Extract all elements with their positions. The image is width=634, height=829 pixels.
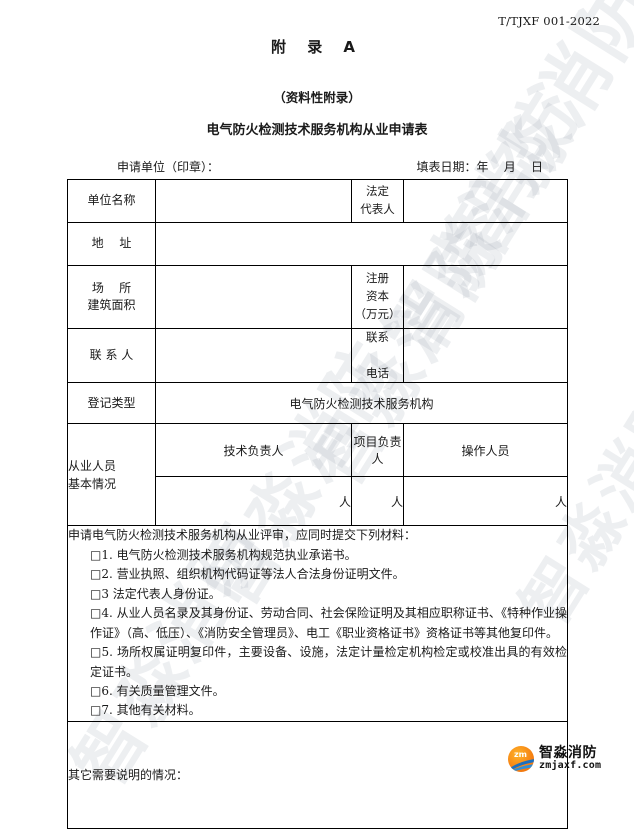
applicant-seal-label: 申请单位（印章）： — [117, 160, 220, 174]
list-item-label: 2. 营业执照、组织机构代码证等法人合法身份证明文件。 — [101, 567, 405, 582]
field-other-notes[interactable]: 其它需要说明的情况： — [67, 720, 568, 829]
staff-column-operators: 操作人员 — [403, 423, 568, 478]
phone-line2: 电话 — [366, 365, 389, 380]
field-contact-person[interactable] — [155, 327, 352, 384]
logo-text-block: 智淼消防 zmjaxf.com — [539, 746, 601, 771]
fill-date-placeholder: 年 月 日 — [476, 160, 543, 174]
table-row: 单位名称 法定代表人 — [67, 179, 568, 223]
materials-lead-text: 申请电气防火检测技术服务机构从业评审，应同时提交下列材料： — [68, 528, 417, 543]
field-operators-count[interactable]: 人 — [403, 476, 568, 527]
list-item[interactable]: □6. 有关质量管理文件。 — [90, 682, 567, 701]
row-label-staff-overview: 从业人员基本情况 — [67, 423, 156, 527]
field-contact-phone[interactable] — [403, 327, 568, 384]
list-item[interactable]: □1. 电气防火检测技术服务机构规范执业承诺书。 — [90, 546, 567, 565]
form-title: 电气防火检测技术服务机构从业申请表 — [206, 123, 428, 138]
list-item[interactable]: □7. 其他有关材料。 — [90, 701, 567, 720]
count-unit: 人 — [554, 494, 567, 509]
appendix-title: 附 录 A — [270, 38, 364, 56]
field-site-area[interactable] — [155, 265, 352, 329]
table-row: 人 人 人 — [68, 476, 568, 527]
document-page: T/TJXF 001-2022 附 录 A （资料性附录） 电气防火检测技术服务… — [67, 14, 601, 829]
checkbox-icon[interactable]: □ — [90, 547, 102, 562]
checkbox-icon[interactable]: □ — [90, 683, 102, 698]
application-form-table: 单位名称 法定代表人 地 址 场 所建筑面积 注册资本 （万元） 联 系 人 — [67, 179, 568, 829]
checkbox-icon[interactable]: □ — [90, 645, 102, 660]
checkbox-icon[interactable]: □ — [90, 586, 102, 601]
checkbox-icon[interactable]: □ — [90, 567, 102, 582]
swoosh-icon — [508, 759, 534, 772]
list-item[interactable]: □2. 营业执照、组织机构代码证等法人合法身份证明文件。 — [90, 565, 567, 584]
fill-date-label: 填表日期： — [416, 160, 477, 174]
field-registration-type: 电气防火检测技术服务机构 — [155, 382, 568, 425]
site-area-line1: 场 所 — [91, 280, 132, 295]
materials-checklist-cell: 申请电气防火检测技术服务机构从业评审，应同时提交下列材料： □1. 电气防火检测… — [67, 525, 568, 722]
table-row: 其它需要说明的情况： — [67, 720, 568, 829]
list-item-label: 6. 有关质量管理文件。 — [101, 683, 225, 698]
table-row: 地 址 — [67, 222, 568, 266]
staff-label-line2: 基本情况 — [68, 476, 117, 491]
appendix-subtitle: （资料性附录） — [273, 90, 361, 105]
list-item-label: 4. 从业人员名录及其身份证、劳动合同、社会保险证明及其相应职称证书、《特种作业… — [90, 606, 567, 640]
list-item[interactable]: □3 法定代表人身份证。 — [90, 585, 567, 604]
table-row: 申请电气防火检测技术服务机构从业评审，应同时提交下列材料： □1. 电气防火检测… — [67, 525, 568, 722]
phone-line1: 联系 — [366, 330, 389, 344]
list-item[interactable]: □5. 场所权属证明复印件，主要设备、设施，法定计量检定机构检定或校准出具的有效… — [90, 643, 567, 682]
list-item-label: 7. 其他有关材料。 — [101, 703, 201, 718]
staff-column-project-lead: 项目负责人 — [351, 423, 404, 478]
table-row: 从业人员基本情况 技术负责人 项目负责人 操作人员 — [67, 423, 568, 527]
row-label-registered-capital: 注册资本 （万元） — [351, 265, 404, 329]
capital-line1: 注册 — [366, 271, 389, 286]
field-unit-name[interactable] — [155, 179, 352, 223]
list-item-label: 1. 电气防火检测技术服务机构规范执业承诺书。 — [101, 547, 357, 562]
list-item-label: 5. 场所权属证明复印件，主要设备、设施，法定计量检定机构检定或校准出具的有效检… — [90, 645, 567, 679]
field-legal-rep[interactable] — [403, 179, 568, 223]
zmjaxf-logo-icon: zm — [508, 746, 534, 772]
row-label-address: 地 址 — [67, 222, 156, 266]
list-item-label: 3 法定代表人身份证。 — [101, 586, 221, 601]
table-row: 场 所建筑面积 注册资本 （万元） — [67, 265, 568, 329]
field-technical-lead-count[interactable]: 人 — [155, 476, 352, 527]
row-label-site-area: 场 所建筑面积 — [67, 265, 156, 329]
row-label-registration-type: 登记类型 — [67, 382, 156, 425]
legal-rep-line2: 代表人 — [360, 202, 395, 216]
standard-code: T/TJXF 001-2022 — [498, 14, 600, 28]
checkbox-icon[interactable]: □ — [90, 606, 102, 621]
row-label-contact-person: 联 系 人 — [67, 327, 156, 384]
capital-line2: 资本 — [366, 289, 389, 304]
checkbox-icon[interactable]: □ — [90, 703, 102, 718]
materials-list: □1. 电气防火检测技术服务机构规范执业承诺书。 □2. 营业执照、组织机构代码… — [68, 546, 567, 721]
list-item[interactable]: □4. 从业人员名录及其身份证、劳动合同、社会保险证明及其相应职称证书、《特种作… — [90, 604, 567, 643]
field-address[interactable] — [155, 222, 568, 266]
logo-url: zmjaxf.com — [539, 760, 602, 772]
form-meta-row: 申请单位（印章）： 填表日期：年 月 日 — [67, 158, 567, 175]
staff-column-technical-lead: 技术负责人 — [155, 423, 352, 478]
legal-rep-line1: 法定 — [366, 184, 389, 199]
logo-mark-text: zm — [514, 750, 527, 759]
logo-brand-name: 智淼消防 — [539, 745, 597, 762]
row-label-unit-name: 单位名称 — [67, 179, 156, 223]
row-label-contact-phone: 联系电话 — [351, 327, 404, 384]
table-row: 登记类型 电气防火检测技术服务机构 — [67, 382, 568, 425]
fill-date-field[interactable]: 填表日期：年 月 日 — [416, 158, 543, 175]
count-unit: 人 — [390, 494, 403, 509]
site-area-line2: 建筑面积 — [87, 298, 136, 312]
other-notes-label: 其它需要说明的情况： — [68, 768, 189, 783]
row-label-legal-rep: 法定代表人 — [351, 179, 404, 223]
capital-line3: （万元） — [354, 306, 401, 321]
site-logo[interactable]: zm 智淼消防 zmjaxf.com — [508, 746, 601, 772]
field-registered-capital[interactable] — [403, 265, 568, 329]
table-row: 联 系 人 联系电话 — [67, 327, 568, 384]
staff-label-line1: 从业人员 — [68, 458, 117, 473]
count-unit: 人 — [338, 494, 351, 509]
field-project-lead-count[interactable]: 人 — [351, 476, 404, 527]
